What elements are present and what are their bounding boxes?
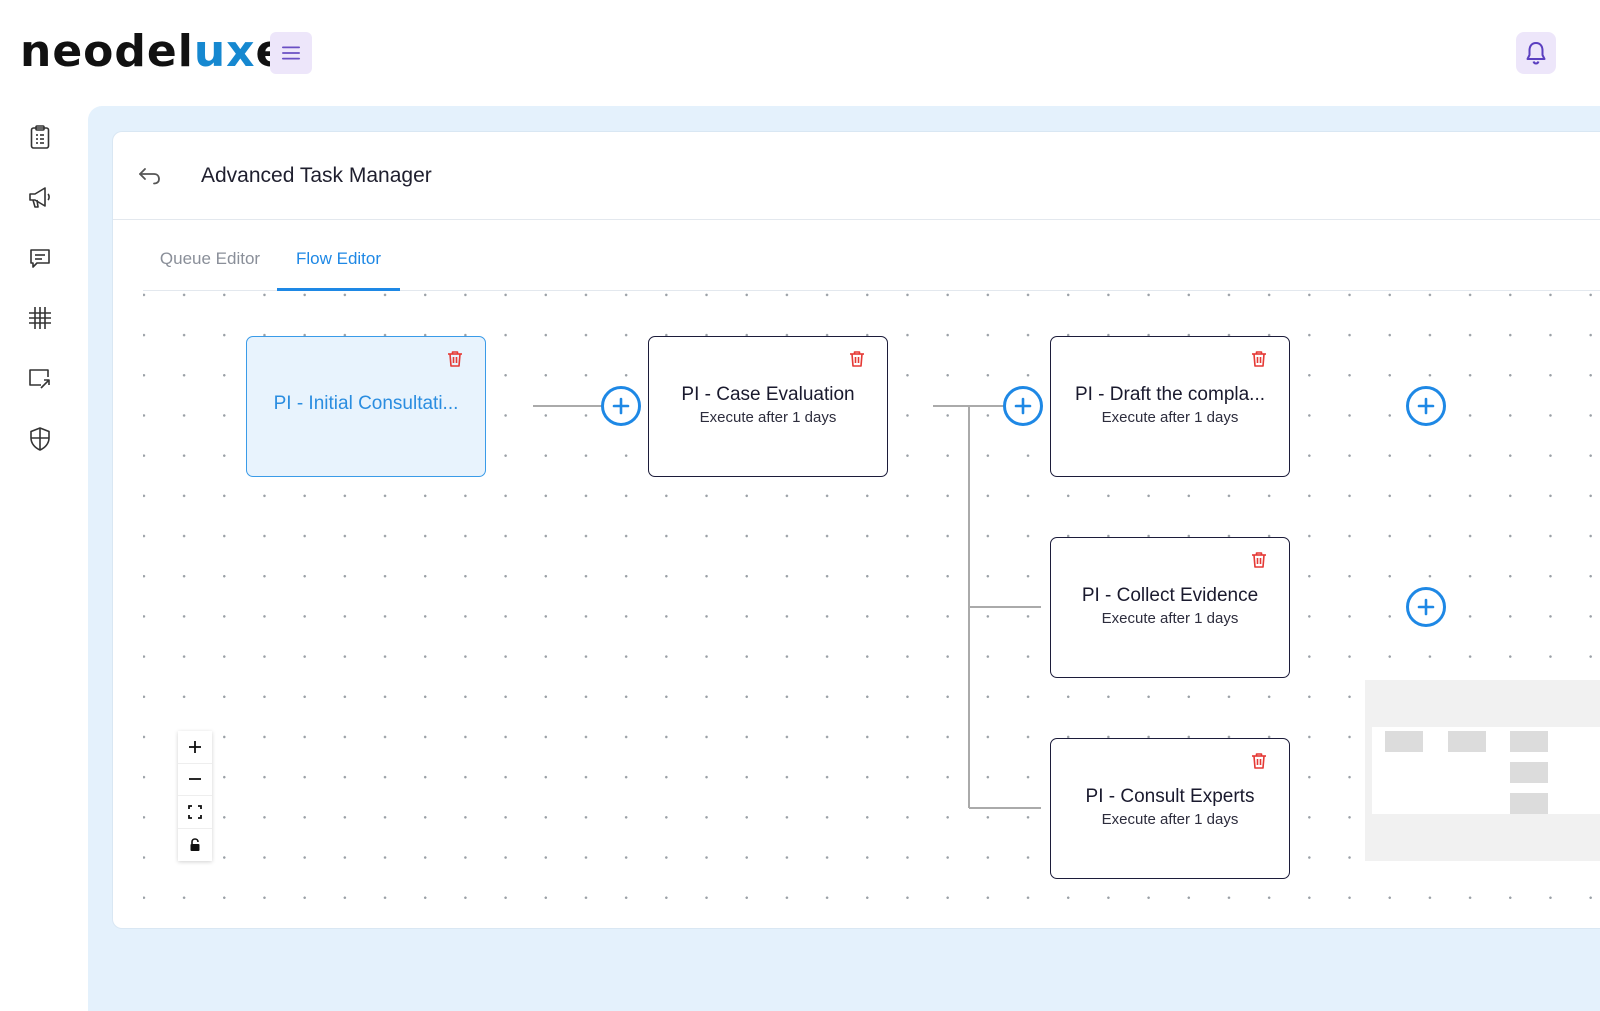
task-manager-card: Advanced Task Manager Queue Editor Flow … xyxy=(112,131,1600,929)
flow-node[interactable]: PI - Initial Consultati... xyxy=(246,336,486,477)
page-title: Advanced Task Manager xyxy=(201,164,432,187)
node-subtitle: Execute after 1 days xyxy=(1101,811,1239,828)
add-step-button[interactable] xyxy=(1003,386,1043,426)
plus-icon xyxy=(1417,397,1435,415)
plus-icon xyxy=(1014,397,1032,415)
sidebar-item-security[interactable] xyxy=(24,423,56,455)
sidebar xyxy=(0,106,88,1011)
flow-node[interactable]: PI - Case Evaluation Execute after 1 day… xyxy=(648,336,888,477)
tab-flow-editor[interactable]: Flow Editor xyxy=(277,234,400,291)
fit-view-button[interactable] xyxy=(178,796,212,829)
tab-queue-editor[interactable]: Queue Editor xyxy=(159,249,261,268)
shield-icon xyxy=(30,427,50,451)
bell-icon xyxy=(1526,42,1546,65)
plus-icon xyxy=(1417,598,1435,616)
node-title: PI - Initial Consultati... xyxy=(273,393,459,414)
lock-button[interactable] xyxy=(178,829,212,862)
sidebar-item-export[interactable] xyxy=(24,363,56,395)
clipboard-icon xyxy=(30,125,50,149)
zoom-out-button[interactable] xyxy=(178,764,212,796)
megaphone-icon xyxy=(29,187,50,208)
add-step-button[interactable] xyxy=(1406,386,1446,426)
share-screen-icon xyxy=(29,369,50,389)
flow-node[interactable]: PI - Collect Evidence Execute after 1 da… xyxy=(1050,537,1290,678)
trash-icon[interactable] xyxy=(1250,350,1268,368)
flow-minimap[interactable] xyxy=(1365,680,1600,861)
node-subtitle: Execute after 1 days xyxy=(1101,409,1239,426)
minimap-node xyxy=(1510,762,1548,783)
add-step-button[interactable] xyxy=(1406,587,1446,627)
canvas-controls xyxy=(178,731,212,861)
chat-icon xyxy=(30,249,50,268)
minimap-node xyxy=(1510,793,1548,814)
sidebar-item-grid[interactable] xyxy=(24,302,56,334)
trash-icon[interactable] xyxy=(1250,551,1268,569)
card-header: Advanced Task Manager xyxy=(113,132,1600,220)
zoom-in-button[interactable] xyxy=(178,731,212,764)
node-title: PI - Collect Evidence xyxy=(1081,585,1259,606)
notifications-button[interactable] xyxy=(1516,32,1556,74)
brand-logo: neodeluxeTM xyxy=(20,26,300,77)
node-title: PI - Case Evaluation xyxy=(681,384,855,405)
minimap-node xyxy=(1448,731,1486,752)
node-title: PI - Consult Experts xyxy=(1085,786,1255,807)
flow-canvas[interactable]: PI - Initial Consultati... PI - Case Eva… xyxy=(143,292,1600,928)
flow-node[interactable]: PI - Consult Experts Execute after 1 day… xyxy=(1050,738,1290,879)
minimap-node xyxy=(1510,731,1548,752)
sidebar-item-messages[interactable] xyxy=(24,242,56,274)
plus-icon xyxy=(612,397,630,415)
menu-button[interactable] xyxy=(270,32,312,74)
minimap-node xyxy=(1385,731,1423,752)
back-arrow-icon xyxy=(139,168,160,185)
hashtag-grid-icon xyxy=(29,307,51,329)
flow-node[interactable]: PI - Draft the compla... Execute after 1… xyxy=(1050,336,1290,477)
hamburger-icon xyxy=(282,46,300,60)
editor-tabs: Queue Editor Flow Editor xyxy=(143,234,1600,291)
minus-icon xyxy=(189,778,201,781)
plus-icon xyxy=(189,740,201,753)
top-bar: neodeluxeTM xyxy=(0,0,1600,106)
trash-icon[interactable] xyxy=(1250,752,1268,770)
sidebar-item-tasks[interactable] xyxy=(24,121,56,153)
trash-icon[interactable] xyxy=(446,350,464,368)
trash-icon[interactable] xyxy=(848,350,866,368)
back-button[interactable] xyxy=(135,162,165,190)
fit-view-icon xyxy=(188,804,202,819)
add-step-button[interactable] xyxy=(601,386,641,426)
node-subtitle: Execute after 1 days xyxy=(1101,610,1239,627)
lock-icon xyxy=(190,837,200,851)
node-title: PI - Draft the compla... xyxy=(1074,384,1266,405)
node-subtitle: Execute after 1 days xyxy=(699,409,837,426)
sidebar-item-campaigns[interactable] xyxy=(24,181,56,213)
